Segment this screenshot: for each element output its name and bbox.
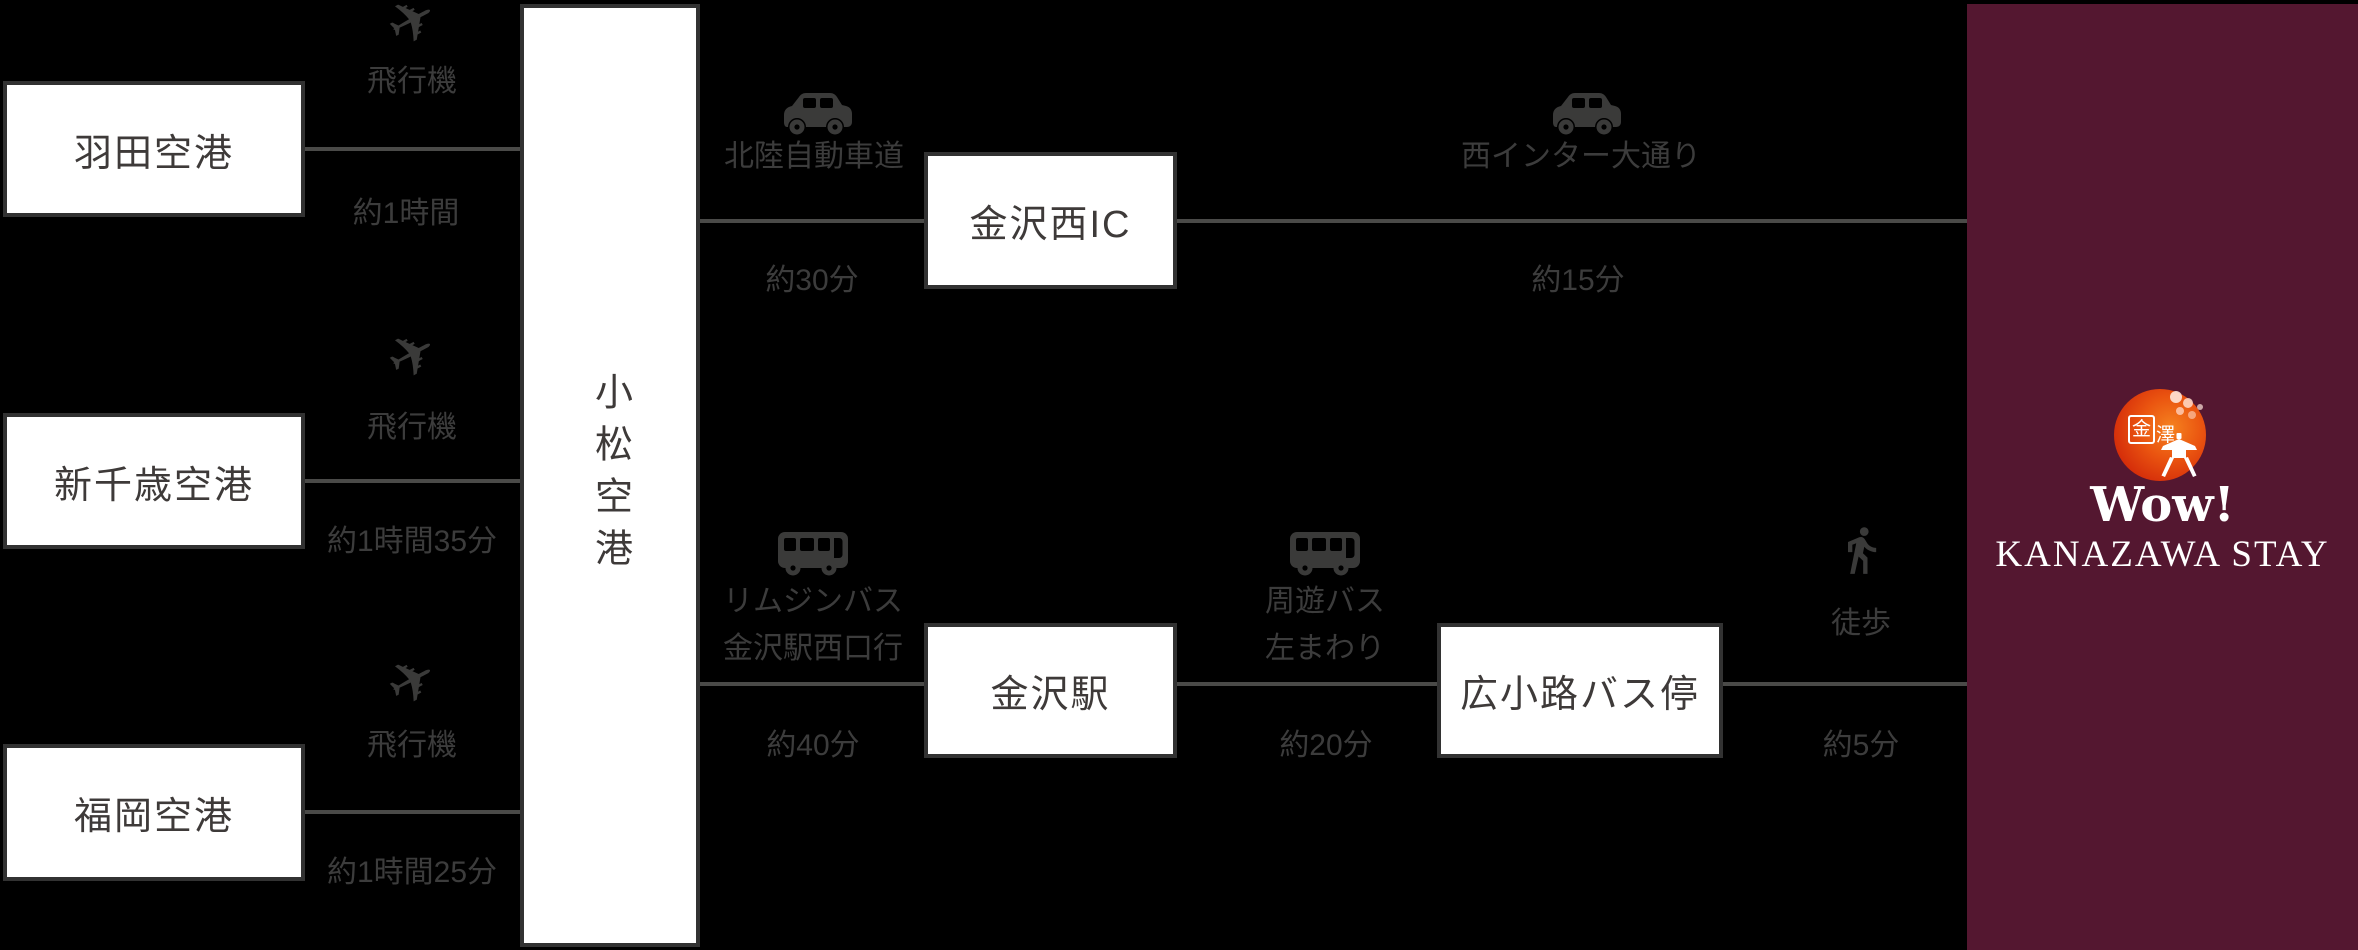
duration-label-flight-3: 約1時間25分 xyxy=(326,856,498,889)
airplane-icon: ✈ xyxy=(374,0,450,63)
via-label-nishi-inter-odori: 西インター大通り xyxy=(1461,140,1701,173)
kotoji-lantern-icon xyxy=(2158,433,2200,479)
brand-name-text: KANAZAWA STAY xyxy=(1995,534,2330,575)
connector-station-hirokoji xyxy=(1177,682,1437,686)
walking-person-icon xyxy=(1835,524,1887,576)
via-label-walk: 徒歩 xyxy=(1831,607,1891,640)
transport-label-flight-2: 飛行機 xyxy=(367,411,457,444)
node-label: 広小路バス停 xyxy=(1459,674,1700,716)
car-icon xyxy=(778,91,854,137)
hotel-brand-panel: 金 澤 Wow! KANAZAWA STAY xyxy=(1967,4,2358,950)
node-haneda-airport: 羽田空港 xyxy=(3,81,305,217)
connector-nishiic-hotel xyxy=(1177,219,1967,223)
transport-label-flight-3: 飛行機 xyxy=(367,729,457,762)
car-icon xyxy=(1547,91,1623,137)
duration-label-flight-1: 約1時間 xyxy=(352,197,460,230)
connector-fukuoka-komatsu xyxy=(305,810,520,814)
bus-icon xyxy=(776,528,850,578)
via-label-loop-bus: 周遊バス 左まわり xyxy=(1265,578,1385,672)
connector-chitose-komatsu xyxy=(305,479,520,483)
via-line1: リムジンバス xyxy=(723,585,903,618)
airplane-icon: ✈ xyxy=(374,639,450,723)
duration-label-car-leg2: 約15分 xyxy=(1531,264,1625,297)
seal-character-zawa: 澤 xyxy=(2156,425,2176,446)
via-label-limousine-bus: リムジンバス 金沢駅西口行 xyxy=(723,578,903,672)
via-line2: 金沢駅西口行 xyxy=(723,632,903,665)
node-label: 福岡空港 xyxy=(73,796,234,838)
node-kanazawa-nishi-ic: 金沢西IC xyxy=(924,152,1177,289)
bus-icon xyxy=(1288,528,1362,578)
node-label: 金沢駅 xyxy=(990,674,1111,716)
connector-haneda-komatsu xyxy=(305,147,520,151)
seal-character-kin: 金 xyxy=(2128,415,2156,444)
connector-komatsu-nishiic xyxy=(700,219,924,223)
node-label: 小松空港 xyxy=(588,371,631,580)
connector-hirokoji-hotel xyxy=(1723,682,1967,686)
duration-label-car-leg1: 約30分 xyxy=(765,264,859,297)
duration-label-bus-leg1: 約40分 xyxy=(766,729,860,762)
node-label: 金沢西IC xyxy=(969,204,1132,246)
node-fukuoka-airport: 福岡空港 xyxy=(3,744,305,881)
via-line1: 周遊バス xyxy=(1265,585,1385,618)
node-kanazawa-station: 金沢駅 xyxy=(924,623,1177,758)
transport-label-flight-1: 飛行機 xyxy=(367,65,457,98)
brand-wow-text: Wow! xyxy=(2090,477,2235,533)
duration-label-walk: 約5分 xyxy=(1822,729,1900,762)
duration-label-bus-leg2: 約20分 xyxy=(1279,729,1373,762)
node-shin-chitose-airport: 新千歳空港 xyxy=(3,413,305,549)
brand-logo: 金 澤 xyxy=(2114,389,2206,481)
node-hirokoji-bus-stop: 広小路バス停 xyxy=(1437,623,1723,758)
via-line2: 左まわり xyxy=(1265,632,1385,665)
node-komatsu-airport: 小松空港 xyxy=(520,4,700,947)
airplane-icon: ✈ xyxy=(374,313,450,397)
node-label: 羽田空港 xyxy=(73,132,234,175)
via-label-hokuriku-expressway: 北陸自動車道 xyxy=(724,140,904,173)
duration-label-flight-2: 約1時間35分 xyxy=(326,525,498,558)
blossom-petals-icon xyxy=(2170,391,2182,403)
connector-komatsu-kanazawa-station xyxy=(700,682,924,686)
node-label: 新千歳空港 xyxy=(53,464,254,507)
